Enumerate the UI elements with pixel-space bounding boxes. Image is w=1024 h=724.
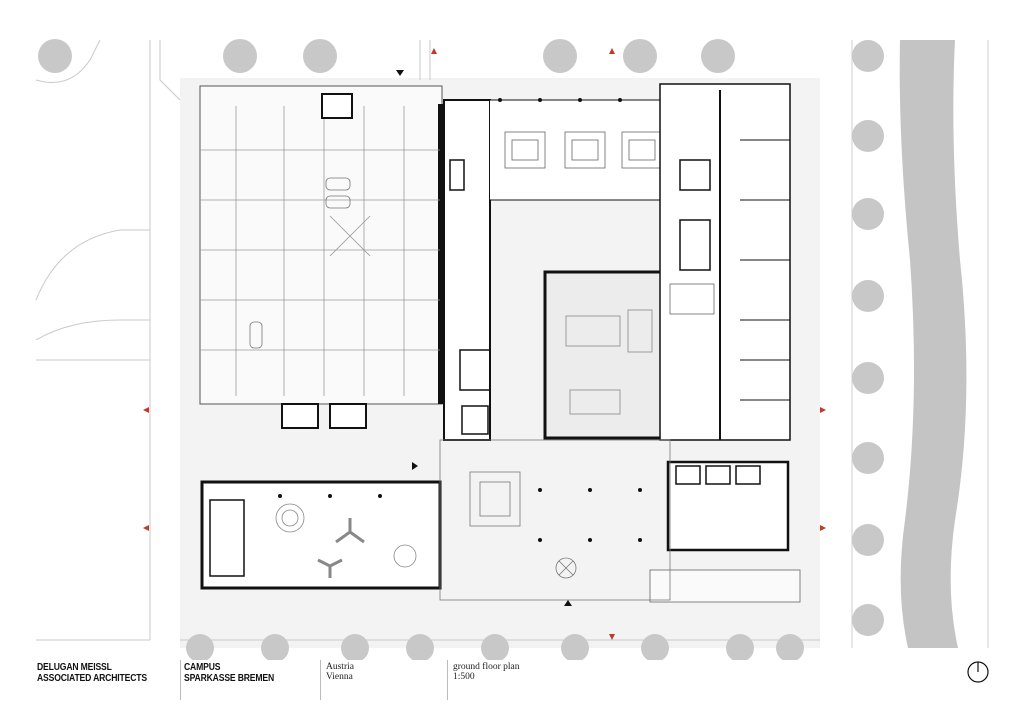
tree	[223, 39, 257, 73]
entrance-arrow-icon	[412, 462, 418, 470]
revolving-door-icon	[555, 557, 577, 579]
entrance-arrow-icon	[396, 70, 404, 76]
entrance-arrow-icon	[564, 600, 572, 606]
car	[325, 195, 351, 209]
courtyard-block	[543, 270, 667, 440]
project-name: CAMPUS SPARKASSE BREMEN	[184, 661, 275, 684]
tree	[406, 634, 434, 660]
tree	[852, 604, 884, 636]
south-east-wing	[649, 460, 801, 603]
firm-name: DELUGAN MEISSL ASSOCIATED ARCHITECTS	[37, 661, 147, 684]
tree	[852, 362, 884, 394]
tree	[341, 634, 369, 660]
tree	[623, 39, 657, 73]
tree	[852, 524, 884, 556]
section-marker-icon	[609, 48, 615, 54]
tree	[543, 39, 577, 73]
floor-plan	[35, 39, 989, 660]
tree	[726, 634, 754, 660]
tree	[186, 634, 214, 660]
section-marker-icon	[820, 525, 826, 531]
tree	[481, 634, 509, 660]
tree	[641, 634, 669, 660]
event-hall	[200, 480, 442, 590]
stair-core	[329, 403, 367, 429]
tree	[561, 634, 589, 660]
car	[249, 321, 263, 349]
section-marker-icon	[431, 48, 437, 54]
section-markers	[143, 48, 826, 640]
tree	[852, 40, 884, 72]
section-marker-icon	[609, 634, 615, 640]
tree	[38, 39, 72, 73]
stair-core	[281, 403, 319, 429]
divider	[320, 660, 321, 700]
stair-core	[321, 93, 353, 119]
divider	[447, 660, 448, 700]
tree	[852, 442, 884, 474]
section-marker-icon	[820, 407, 826, 413]
section-marker-icon	[143, 407, 149, 413]
tree	[776, 634, 804, 660]
tree	[261, 634, 289, 660]
tree	[701, 39, 735, 73]
parking-garage	[199, 85, 444, 429]
tree	[852, 198, 884, 230]
tree	[303, 39, 337, 73]
title-block: DELUGAN MEISSL ASSOCIATED ARCHITECTS CAM…	[0, 660, 1024, 720]
columns	[278, 98, 642, 542]
east-offices	[659, 83, 791, 441]
tree	[852, 280, 884, 312]
section-marker-icon	[143, 525, 149, 531]
north-arrow-icon	[967, 661, 989, 683]
location: Austria Vienna	[326, 662, 354, 682]
drawing-info: ground floor plan 1:500	[453, 662, 520, 682]
tree	[852, 120, 884, 152]
car	[325, 177, 351, 191]
canal	[899, 40, 967, 648]
divider	[180, 660, 181, 700]
lobby	[439, 439, 671, 601]
office-wing	[443, 99, 661, 441]
